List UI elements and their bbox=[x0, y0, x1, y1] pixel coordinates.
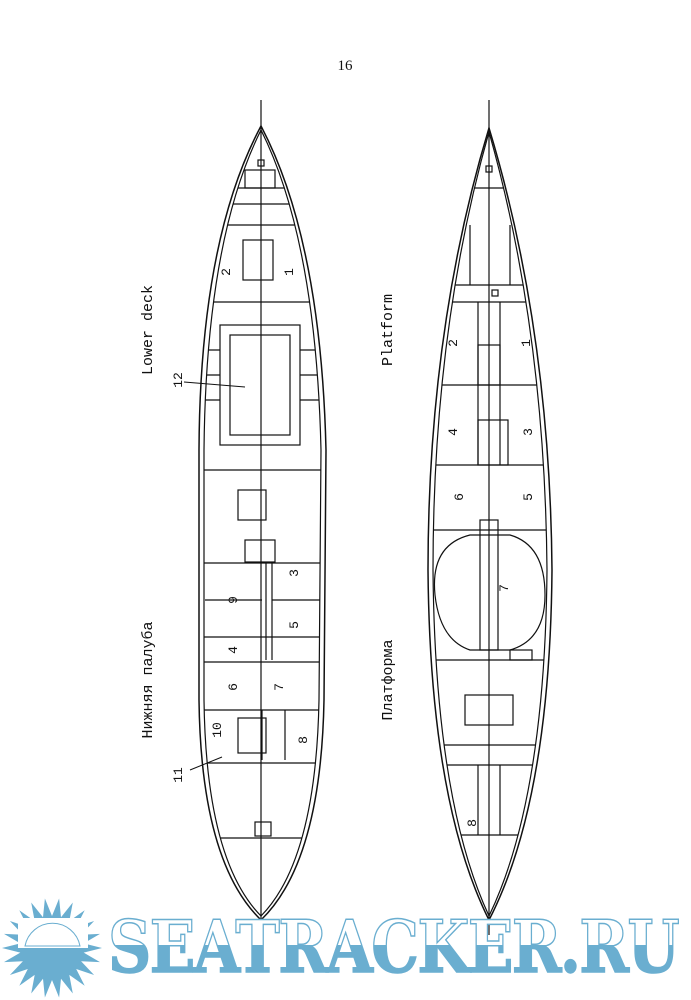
room-5: 5 bbox=[521, 493, 536, 501]
room-7: 7 bbox=[497, 584, 512, 592]
room-6: 6 bbox=[226, 683, 241, 691]
platform-plan bbox=[427, 100, 553, 935]
room-4: 4 bbox=[446, 428, 461, 436]
room-8: 8 bbox=[465, 819, 480, 827]
seatracker-watermark: SEATRACKER.RU bbox=[2, 898, 682, 998]
page-number: 16 bbox=[338, 58, 354, 74]
room-4: 4 bbox=[226, 646, 241, 654]
callout-11: 11 bbox=[171, 767, 186, 783]
room-3: 3 bbox=[287, 569, 302, 577]
room-7: 7 bbox=[272, 683, 287, 691]
platform-title-ru: Платформа bbox=[380, 639, 397, 720]
room-1: 1 bbox=[282, 268, 297, 276]
room-2: 2 bbox=[446, 339, 461, 347]
lower-deck-title-en: Lower deck bbox=[140, 285, 157, 375]
callout-12: 12 bbox=[171, 372, 186, 388]
lower-deck-title-ru: Нижняя палуба bbox=[140, 621, 157, 738]
room-6: 6 bbox=[452, 493, 467, 501]
room-3: 3 bbox=[521, 428, 536, 436]
platform-room-numbers: 1 2 3 4 5 6 7 8 bbox=[446, 339, 536, 827]
sun-logo-icon bbox=[2, 898, 102, 998]
room-5: 5 bbox=[287, 621, 302, 629]
room-1: 1 bbox=[519, 339, 534, 347]
lower-deck-room-numbers: 1 2 3 4 5 6 7 8 9 10 bbox=[210, 268, 311, 744]
watermark-text: SEATRACKER.RU bbox=[108, 904, 679, 989]
platform-title-en: Platform bbox=[380, 294, 397, 366]
room-9: 9 bbox=[226, 596, 241, 604]
room-2: 2 bbox=[219, 268, 234, 276]
lower-deck-plan bbox=[183, 100, 327, 935]
room-10: 10 bbox=[210, 722, 225, 738]
room-8: 8 bbox=[296, 736, 311, 744]
